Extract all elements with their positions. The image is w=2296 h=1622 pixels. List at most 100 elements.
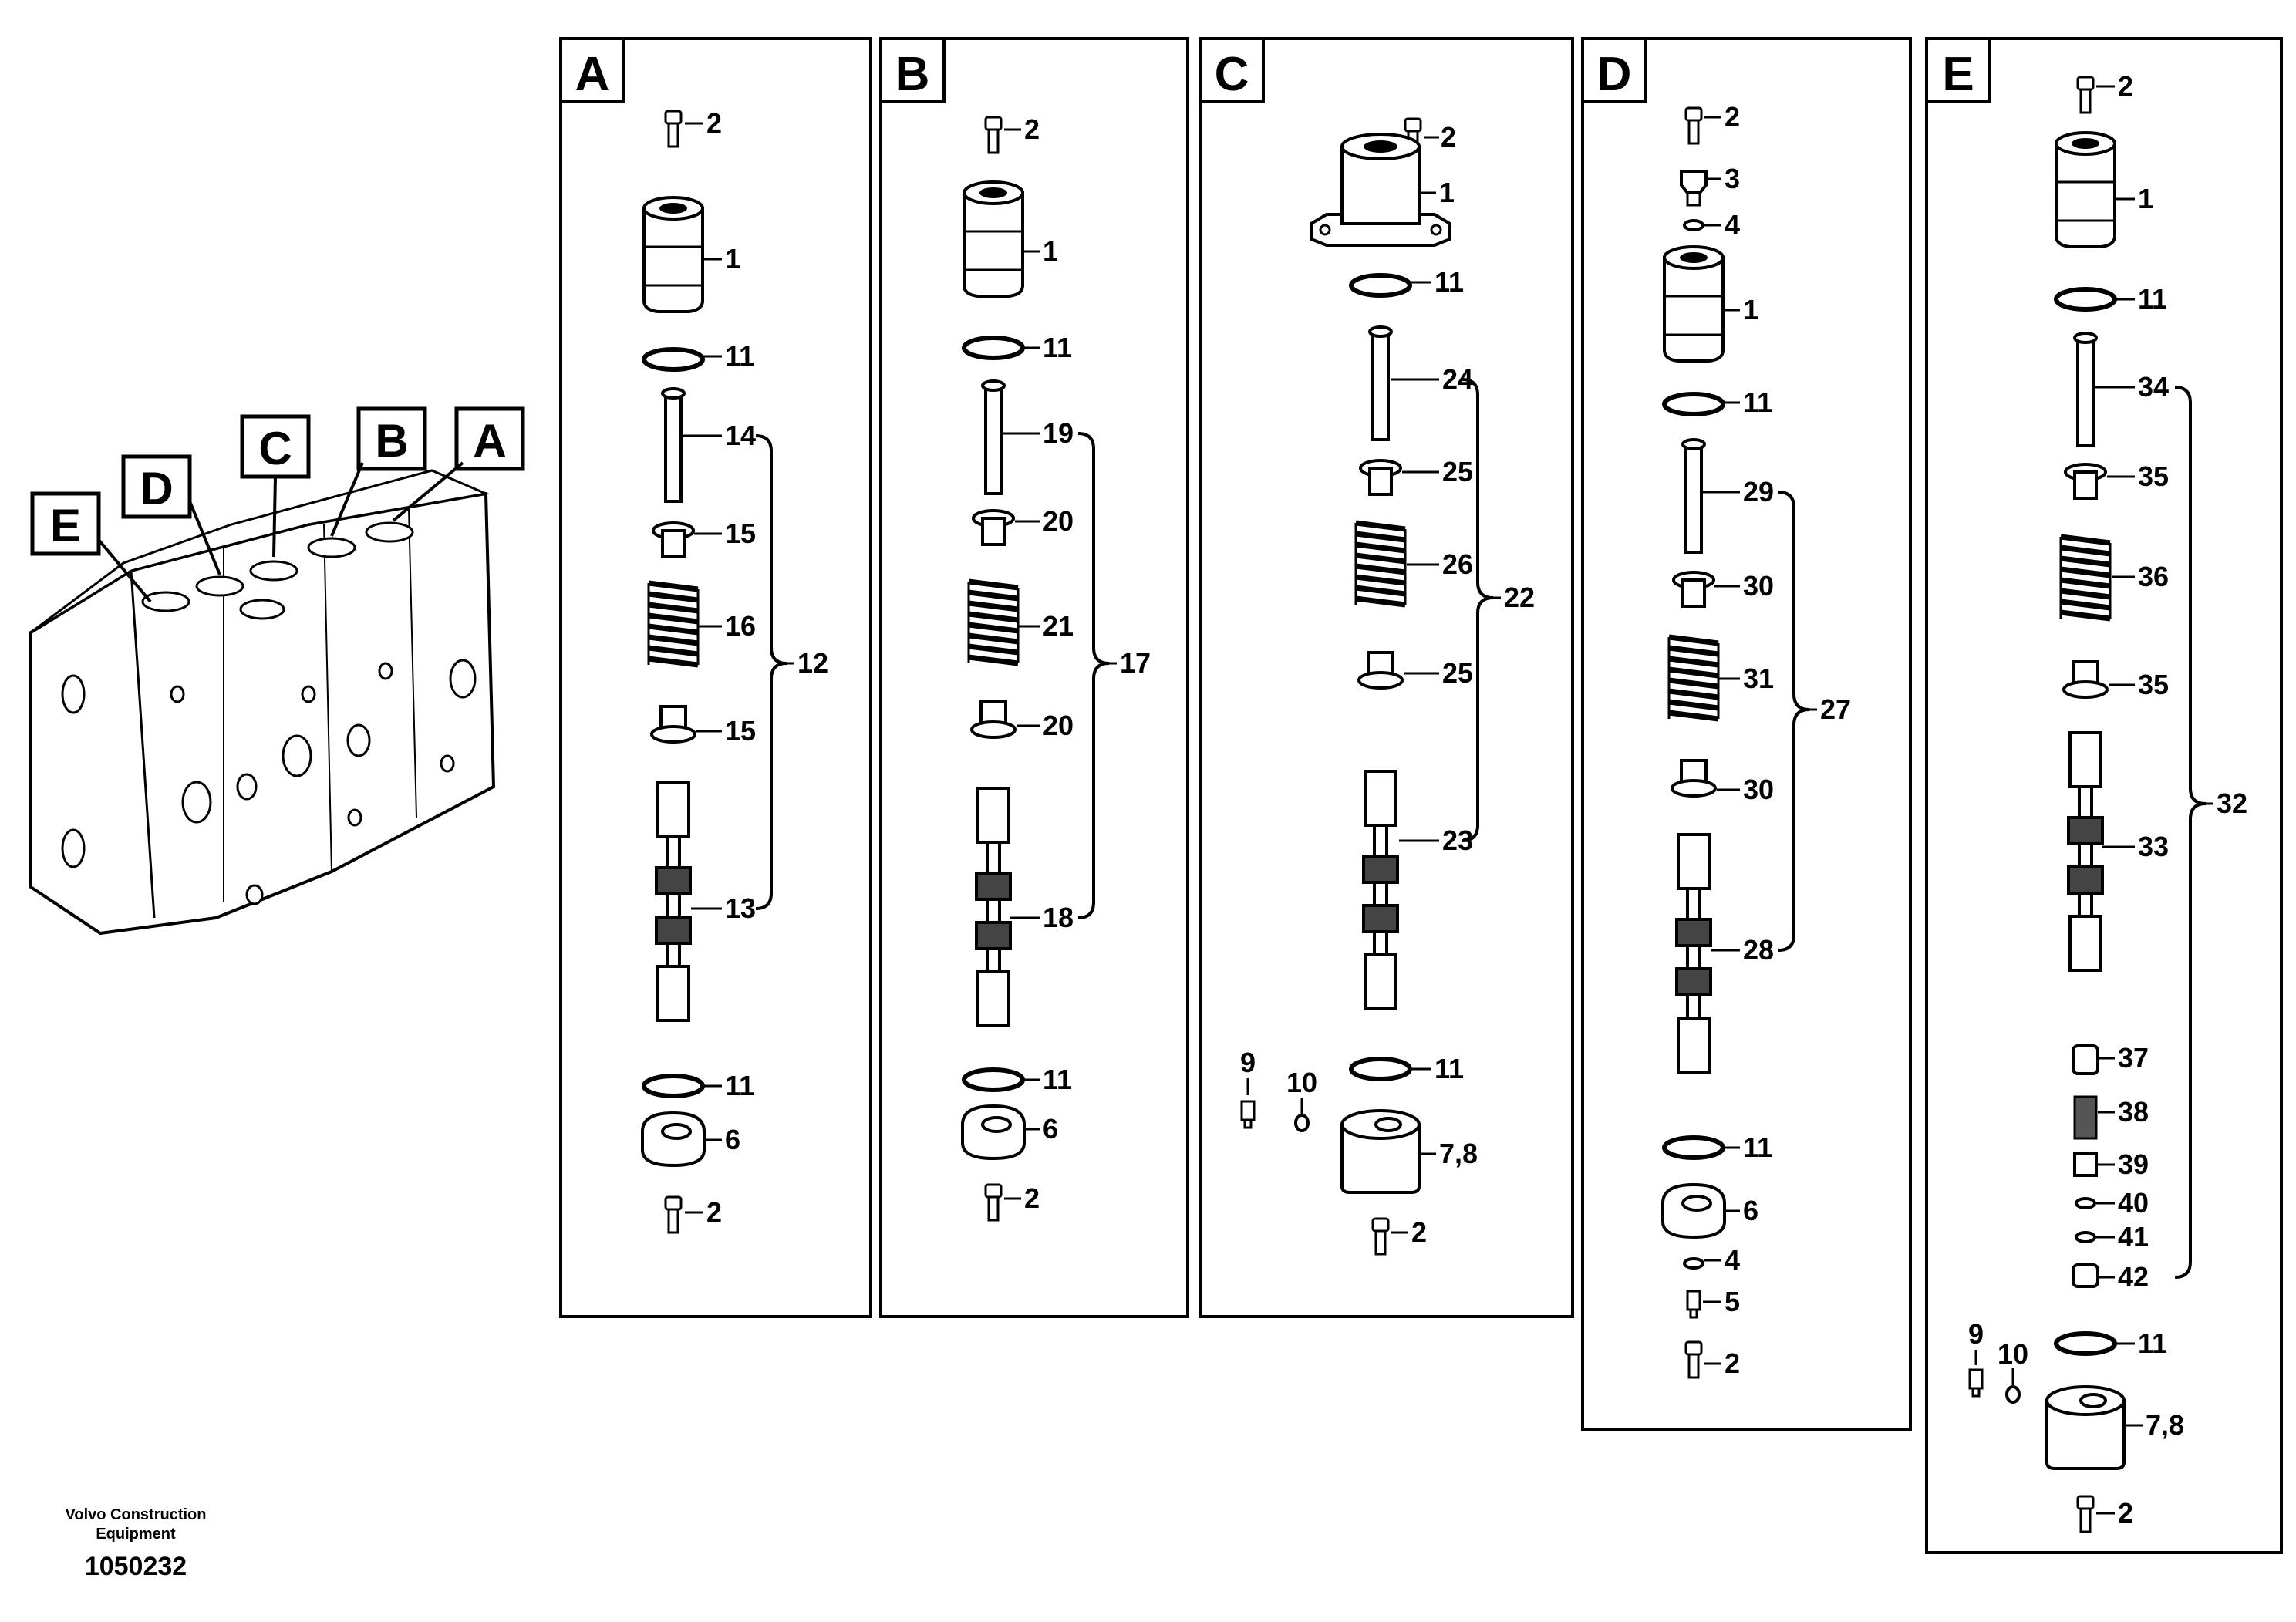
- panel-D-group-label: 27: [1820, 693, 1851, 725]
- panel-C-label-2-bottom: 2: [1411, 1216, 1427, 1248]
- panel-E-label-35-top: 35: [2138, 460, 2169, 492]
- brand-line-2: Equipment: [96, 1526, 176, 1543]
- panel-A-label-11-top: 11: [725, 340, 754, 372]
- callout-B-letter: B: [375, 415, 408, 467]
- panel-A-label-6: 6: [725, 1124, 740, 1155]
- panel-E-label-40: 40: [2118, 1187, 2149, 1219]
- panel-A-letter: A: [575, 48, 610, 101]
- brand-line-1: Volvo Construction: [66, 1506, 207, 1523]
- panel-E-label-11-top: 11: [2138, 283, 2167, 315]
- panel-B-label-1: 1: [1043, 235, 1058, 267]
- panel-B-group-label: 17: [1120, 647, 1151, 679]
- panel-B-label-2-bottom: 2: [1024, 1182, 1040, 1214]
- panel-A-label-13: 13: [725, 892, 756, 924]
- panel-E-label-41: 41: [2118, 1221, 2149, 1253]
- panel-D-label-30-top: 30: [1743, 570, 1774, 602]
- footer: Volvo Construction Equipment 1050232: [66, 1506, 207, 1581]
- panel-D-label-6: 6: [1743, 1195, 1758, 1226]
- panel-A-label-15-bottom: 15: [725, 715, 756, 747]
- panel-C-label-23: 23: [1442, 824, 1473, 856]
- panel-E-label-38: 38: [2118, 1096, 2149, 1128]
- panel-C-label-24: 24: [1442, 363, 1473, 395]
- panel-B-label-2-top: 2: [1024, 113, 1040, 145]
- panel-B-label-21: 21: [1043, 610, 1074, 642]
- panel-C-label-2-top: 2: [1441, 121, 1456, 153]
- panel-E-letter: E: [1942, 48, 1974, 101]
- panel-E-label-33: 33: [2138, 831, 2169, 862]
- panel-C-label-10: 10: [1286, 1067, 1317, 1098]
- panel-E-group-label: 32: [2217, 787, 2247, 819]
- panel-C-label-1: 1: [1439, 177, 1455, 208]
- panel-C-label-25-top: 25: [1442, 456, 1473, 487]
- panel-D: D: [1581, 37, 1912, 1431]
- panel-B-label-11-bottom: 11: [1043, 1064, 1072, 1095]
- panel-A-label-15-top: 15: [725, 518, 756, 549]
- callout-C-letter: C: [258, 423, 292, 474]
- panel-E: E: [1925, 37, 2283, 1554]
- panel-C-label-9: 9: [1240, 1047, 1256, 1078]
- panel-B-label-6: 6: [1043, 1113, 1058, 1145]
- panel-A-label-11-bottom: 11: [725, 1070, 754, 1101]
- panel-D-label-31: 31: [1743, 663, 1774, 694]
- panel-D-label-1: 1: [1743, 294, 1758, 325]
- panel-E-label-37: 37: [2118, 1042, 2149, 1074]
- panel-B: B 2 1 11 19: [879, 37, 1189, 1318]
- callout-D: D: [121, 454, 221, 575]
- callout-E-letter: E: [50, 500, 81, 551]
- panel-D-label-4-bottom: 4: [1725, 1244, 1740, 1276]
- panel-C-group-label: 22: [1504, 582, 1535, 613]
- panel-D-label-2-bottom: 2: [1725, 1347, 1740, 1379]
- panel-C-label-26: 26: [1442, 548, 1473, 580]
- panel-C-label-25-bottom: 25: [1442, 657, 1473, 689]
- panel-A-label-16: 16: [725, 610, 756, 642]
- panel-A-label-2-top: 2: [706, 107, 722, 139]
- panel-E-label-34: 34: [2138, 371, 2169, 403]
- panel-E-label-2-bottom: 2: [2118, 1497, 2133, 1529]
- panel-A-leaders: [683, 122, 722, 1214]
- panel-B-label-19: 19: [1043, 417, 1074, 449]
- panel-E-label-9: 9: [1968, 1318, 1984, 1350]
- panel-E-label-2-top: 2: [2118, 70, 2133, 102]
- panel-D-label-28: 28: [1743, 934, 1774, 966]
- panel-C: C: [1199, 37, 1574, 1318]
- panel-B-label-20-top: 20: [1043, 505, 1074, 537]
- panel-B-label-11-top: 11: [1043, 332, 1072, 363]
- panel-A-label-1: 1: [725, 243, 740, 275]
- panel-E-label-1: 1: [2138, 183, 2153, 214]
- panel-C-label-11-top: 11: [1435, 266, 1464, 298]
- panel-C-label-11-bottom: 11: [1435, 1053, 1464, 1084]
- panel-D-label-29: 29: [1743, 476, 1774, 508]
- callout-A: A: [392, 406, 525, 522]
- panel-E-label-39: 39: [2118, 1148, 2149, 1180]
- panel-D-label-4-top: 4: [1725, 209, 1740, 241]
- part-number: 1050232: [85, 1552, 187, 1581]
- panel-C-label-7-8: 7,8: [1439, 1138, 1478, 1169]
- valve-block-illustration: [29, 469, 496, 936]
- panel-A-group-label: 12: [797, 647, 828, 679]
- panel-A-label-14: 14: [725, 420, 756, 451]
- callout-E: E: [30, 491, 152, 603]
- panel-A-label-2-bottom: 2: [706, 1196, 722, 1228]
- panel-D-label-30-bottom: 30: [1743, 774, 1774, 805]
- panel-D-label-2-top: 2: [1725, 101, 1740, 133]
- panel-E-label-7-8: 7,8: [2146, 1409, 2184, 1441]
- panel-E-label-11-bottom: 11: [2138, 1327, 2167, 1359]
- callout-D-letter: D: [140, 463, 173, 514]
- callout-C: C: [240, 414, 311, 558]
- panel-D-label-3: 3: [1725, 163, 1740, 194]
- panel-B-label-18: 18: [1043, 902, 1074, 933]
- callout-A-letter: A: [473, 415, 506, 467]
- panel-D-label-11-top: 11: [1743, 386, 1772, 418]
- panel-D-label-5: 5: [1725, 1286, 1740, 1317]
- panel-A: A 2 1 11 14: [559, 37, 872, 1318]
- panel-B-letter: B: [895, 48, 930, 101]
- panel-E-label-36: 36: [2138, 561, 2169, 592]
- panel-B-label-20-bottom: 20: [1043, 710, 1074, 741]
- panel-C-letter: C: [1215, 48, 1249, 101]
- panel-E-label-35-bottom: 35: [2138, 669, 2169, 700]
- panel-D-letter: D: [1597, 48, 1632, 101]
- callout-B: B: [330, 406, 427, 537]
- panel-E-label-10: 10: [1998, 1338, 2028, 1370]
- panel-D-label-11-bottom: 11: [1743, 1131, 1772, 1163]
